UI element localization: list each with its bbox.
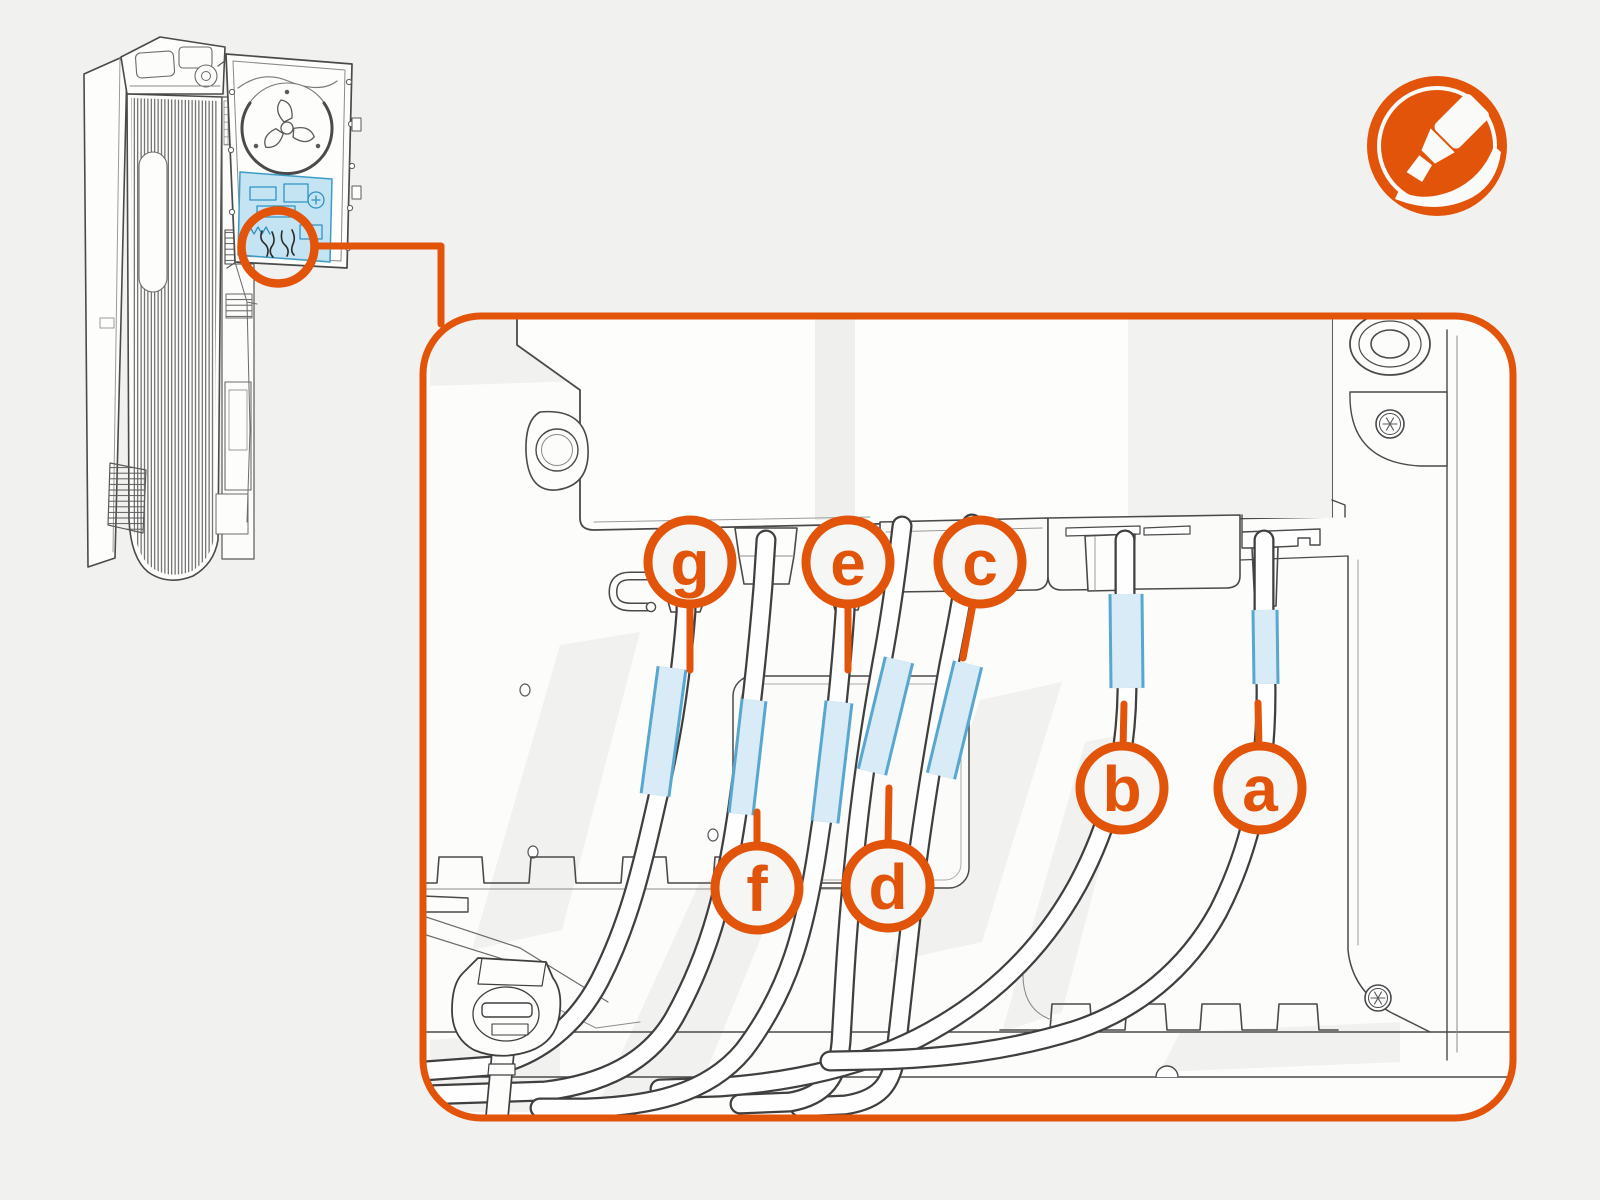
appliance-side-panel bbox=[83, 57, 128, 568]
cable-a-highlight bbox=[1251, 609, 1280, 685]
cable-label-e-text: e bbox=[830, 527, 866, 599]
panel-holes bbox=[519, 683, 719, 859]
cable-label-a: a bbox=[1213, 741, 1307, 835]
cable-label-c-text: c bbox=[962, 527, 998, 599]
cable-label-d-text: d bbox=[868, 851, 907, 923]
highlighter-badge bbox=[1367, 76, 1507, 216]
door-wiring-harness bbox=[260, 229, 296, 258]
detail-callout-panel: g e c f d b a bbox=[419, 312, 1517, 1122]
control-box bbox=[516, 316, 1346, 531]
cable-label-g-text: g bbox=[670, 527, 709, 599]
highlighter-marker-icon bbox=[1395, 94, 1501, 208]
cable-label-e: e bbox=[801, 515, 895, 609]
cable-highlight-sleeves bbox=[639, 593, 1280, 824]
cable-label-f-text: f bbox=[746, 853, 768, 925]
appliance-louver-grille bbox=[107, 462, 147, 534]
cable-label-f: f bbox=[710, 841, 804, 935]
cable-label-a-text: a bbox=[1242, 753, 1278, 825]
cable-c-highlight bbox=[925, 660, 984, 780]
cable-label-c: c bbox=[933, 515, 1027, 609]
torx-screw-bottom bbox=[1364, 984, 1392, 1012]
callout-border bbox=[419, 312, 1517, 1122]
cable-f-highlight bbox=[727, 698, 768, 816]
cable-label-d: d bbox=[841, 839, 935, 933]
cable-b-highlight bbox=[1108, 593, 1145, 689]
cable-label-g: g bbox=[643, 515, 737, 609]
cable-labels: g e c f d b a bbox=[643, 515, 1307, 935]
door-electronics-box bbox=[237, 171, 333, 263]
appliance-front-column bbox=[126, 93, 223, 581]
callout-connector-line bbox=[310, 242, 445, 328]
door-fan bbox=[240, 82, 334, 176]
appliance-illustration bbox=[83, 36, 362, 581]
torx-screw-top bbox=[1375, 409, 1405, 439]
cable-label-b: b bbox=[1075, 741, 1169, 835]
cable-g-highlight bbox=[639, 665, 688, 798]
right-side-structure bbox=[1022, 316, 1458, 1061]
hook-bracket bbox=[608, 571, 662, 613]
cable-clamp bbox=[451, 957, 562, 1118]
label-leader-lines bbox=[686, 600, 1263, 852]
control-box-mounting-lug bbox=[525, 410, 589, 491]
cable-d-highlight bbox=[856, 656, 915, 776]
cable-e-highlight bbox=[810, 700, 854, 824]
appliance-top-cap bbox=[120, 36, 226, 95]
bottom-left-bracket bbox=[423, 895, 641, 1029]
cable-label-b-text: b bbox=[1102, 753, 1141, 825]
